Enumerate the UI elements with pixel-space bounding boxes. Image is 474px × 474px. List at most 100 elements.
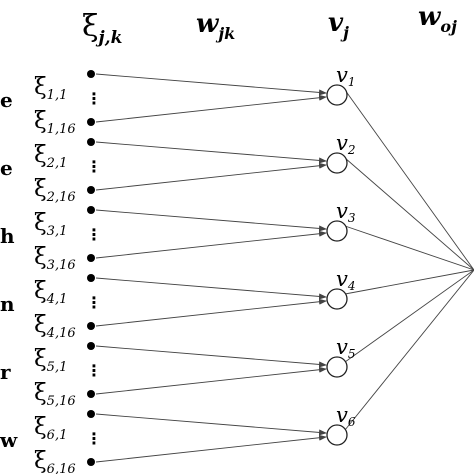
- header-xi: ξj,k: [82, 9, 122, 48]
- input-label-first: ξ2,1: [34, 142, 67, 171]
- group-letter: n: [0, 292, 15, 316]
- input-label-symbol: ξ: [34, 414, 47, 440]
- weight-edge: [95, 73, 327, 96]
- header-xi-symbol: ξ: [82, 9, 99, 44]
- hidden-node-label-subscript: 6: [348, 415, 356, 429]
- hidden-node-label-symbol: v: [336, 335, 348, 359]
- input-label-first: ξ4,1: [34, 278, 67, 307]
- weight-edge: [95, 413, 327, 436]
- input-label-last: ξ1,16: [34, 108, 76, 137]
- input-label-first: ξ3,1: [34, 210, 67, 239]
- input-label-subscript: 3,1: [47, 224, 68, 239]
- group-letter: e: [0, 88, 13, 112]
- hidden-node: [326, 220, 348, 242]
- input-label-first: ξ1,1: [34, 74, 67, 103]
- weight-edge: [95, 277, 327, 300]
- hidden-node-label-symbol: v: [336, 63, 348, 87]
- hidden-node-label: v6: [336, 403, 356, 429]
- input-label-subscript: 1,16: [47, 122, 76, 137]
- input-label-subscript: 3,16: [47, 258, 76, 273]
- input-dot-last: [87, 254, 95, 262]
- hidden-node-label-subscript: 2: [347, 143, 356, 157]
- input-label-first: ξ5,1: [34, 346, 67, 375]
- input-label-symbol: ξ: [34, 142, 47, 168]
- input-label-symbol: ξ: [34, 210, 47, 236]
- input-label-symbol: ξ: [34, 312, 47, 338]
- input-ellipsis: ⋮: [86, 157, 102, 176]
- hidden-node-label: v5: [336, 335, 356, 361]
- weight-edge: [95, 94, 327, 123]
- input-dot-first: [87, 410, 95, 418]
- weight-edge: [95, 366, 327, 395]
- header-v-j: vj: [328, 8, 349, 42]
- header-v-j-symbol: v: [328, 8, 344, 38]
- hidden-node: [326, 424, 348, 446]
- input-label-subscript: 5,16: [47, 394, 76, 409]
- header-w-jk: wjk: [196, 9, 235, 43]
- input-label-subscript: 1,1: [47, 88, 68, 103]
- header-w-oj-symbol: w: [418, 2, 442, 32]
- input-label-symbol: ξ: [34, 108, 47, 134]
- hidden-node-label-symbol: v: [336, 131, 348, 155]
- input-dot-first: [87, 138, 95, 146]
- input-label-last: ξ2,16: [34, 176, 76, 205]
- input-dot-last: [87, 186, 95, 194]
- hidden-node-label-symbol: v: [336, 267, 348, 291]
- input-ellipsis: ⋮: [86, 293, 102, 312]
- input-label-subscript: 5,1: [47, 360, 68, 375]
- weight-edge: [95, 345, 327, 368]
- hidden-node: [326, 288, 348, 310]
- hidden-node-label-subscript: 1: [348, 75, 356, 89]
- input-label-symbol: ξ: [34, 278, 47, 304]
- header-v-j-subscript: j: [340, 23, 349, 42]
- weight-edge: [95, 162, 327, 191]
- hidden-node-label-symbol: v: [336, 403, 348, 427]
- input-dot-first: [87, 206, 95, 214]
- input-label-last: ξ4,16: [34, 312, 76, 341]
- header-xi-subscript: j,k: [96, 28, 123, 48]
- weight-edge: [95, 209, 327, 232]
- group-letter: h: [0, 224, 15, 248]
- hidden-node-label-subscript: 4: [347, 279, 356, 293]
- hidden-node: [326, 84, 348, 106]
- input-label-subscript: 6,1: [47, 428, 68, 443]
- input-dot-last: [87, 322, 95, 330]
- hidden-node-label: v4: [336, 267, 356, 293]
- hidden-node-label: v1: [336, 63, 356, 89]
- hidden-node: [326, 152, 348, 174]
- hidden-node-label: v3: [336, 199, 356, 225]
- input-label-subscript: 2,16: [46, 190, 76, 205]
- weight-edge: [95, 141, 327, 164]
- hidden-node: [326, 356, 348, 378]
- input-label-subscript: 6,16: [47, 462, 76, 474]
- output-edge: [344, 269, 474, 363]
- header-w-oj-subscript: oj: [440, 17, 457, 36]
- input-dot-first: [87, 70, 95, 78]
- input-dot-first: [87, 274, 95, 282]
- input-label-symbol: ξ: [34, 244, 47, 270]
- group-letter: r: [0, 360, 11, 384]
- input-dot-last: [87, 390, 95, 398]
- hidden-node-label-subscript: 5: [348, 347, 356, 361]
- input-ellipsis: ⋮: [86, 361, 102, 380]
- input-label-last: ξ5,16: [34, 380, 76, 409]
- output-edge: [344, 89, 474, 271]
- header-w-jk-symbol: w: [196, 9, 220, 39]
- input-dot-first: [87, 342, 95, 350]
- input-label-subscript: 4,1: [46, 292, 68, 307]
- weight-edge: [95, 298, 327, 327]
- input-label-last: ξ3,16: [34, 244, 76, 273]
- input-ellipsis: ⋮: [86, 429, 102, 448]
- output-edge: [344, 269, 474, 295]
- input-label-symbol: ξ: [34, 448, 47, 474]
- input-label-symbol: ξ: [34, 346, 47, 372]
- hidden-node-label: v2: [336, 131, 356, 157]
- output-edge: [344, 157, 474, 271]
